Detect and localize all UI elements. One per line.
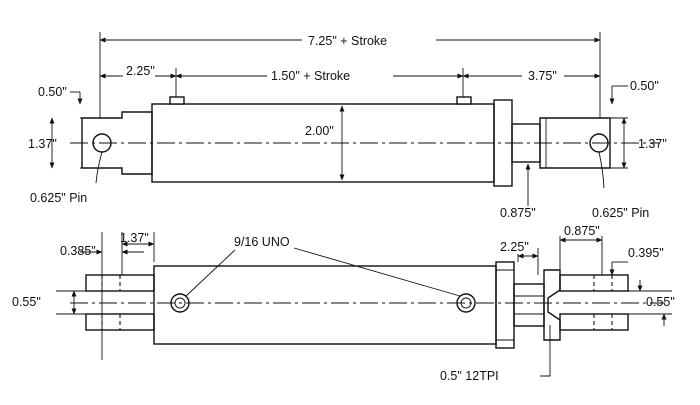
left-clevis-height-label: 1.37" [28,137,57,151]
overall-length-label: 7.25" + Stroke [308,34,387,48]
right-port [456,96,472,105]
right-clevis [539,117,611,169]
right-clevis-height-label: 1.37" [638,137,667,151]
thread-label: 0.5" 12TPI [440,369,499,383]
bottom-right-slot-label: 0.395" [628,246,664,260]
left-pin-offset-label: 0.50" [38,85,67,99]
bottom-rod [513,283,545,327]
bottom-right-gap-label: 0.55" [646,295,675,309]
bottom-left-gap-label: 0.55" [12,295,41,309]
bottom-gland [495,261,515,349]
port-to-pin-label: 3.75" [528,69,557,83]
bottom-view: 0.385" 1.37" 0.55" 9/16 UNO 2.25" [12,224,675,383]
bottom-left-depth-label: 1.37" [120,231,149,245]
bore-label: 2.00" [305,124,334,138]
port-to-port-label: 1.50" + Stroke [271,69,350,83]
bottom-left-slot-label: 0.385" [60,244,96,258]
bottom-right-rod-label: 0.875" [564,224,600,238]
left-port [169,96,185,105]
bottom-right-clevis [543,269,561,341]
right-pin-label: 0.625" Pin [592,206,649,220]
right-pin-offset-label: 0.50" [630,79,659,93]
left-pin-label: 0.625" Pin [30,191,87,205]
pin-to-port-label: 2.25" [126,64,155,78]
top-view: 7.25" + Stroke 2.25" 1.50" + Stroke 3.75… [28,31,667,220]
bottom-right-gland-label: 2.25" [500,240,529,254]
rod-label: 0.875" [500,206,536,220]
port-size-label: 9/16 UNO [234,235,290,249]
